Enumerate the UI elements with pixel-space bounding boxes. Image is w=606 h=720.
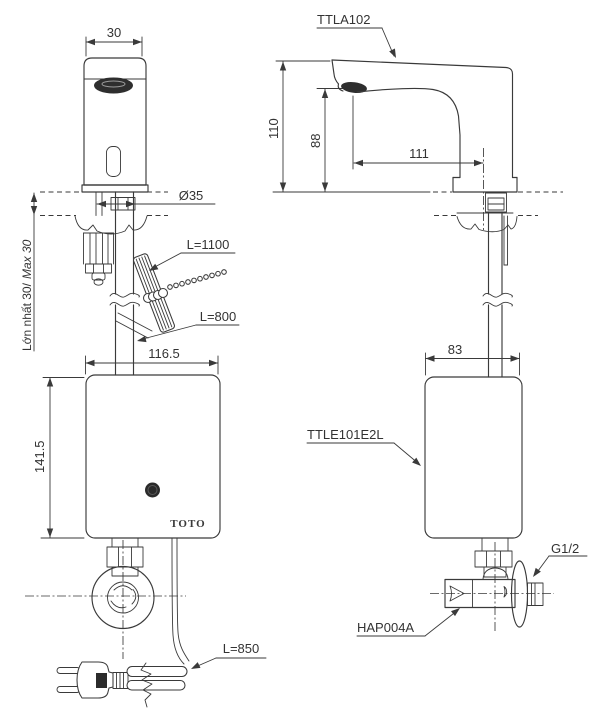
faucet-side: [331, 59, 518, 193]
dim-controller-height: 141.5: [32, 377, 85, 539]
cord-upper: [126, 665, 188, 678]
spout-outlet-front: [94, 77, 133, 94]
callout-sensor-cable: L=1100: [147, 237, 236, 274]
dim-controller-width-front: 116.5: [85, 346, 219, 375]
shank-front: Ø35: [95, 188, 216, 295]
counter-lines-side: [272, 191, 563, 216]
dim-controller-width-front-label: 116.5: [148, 346, 180, 361]
valve-handle-mark: [449, 585, 465, 602]
sensor-cable: [115, 253, 227, 339]
callout-controller-model: TTLE101E2L: [306, 427, 424, 469]
counter-lines-front: [40, 191, 168, 216]
dim-spout-reach-label: 111: [409, 146, 429, 161]
dim-overall-height: 110: [266, 60, 331, 192]
callout-supply-hose: L=800: [136, 309, 240, 345]
valve-side: [430, 537, 554, 632]
sensor-window: [106, 146, 121, 177]
supply-hose-length-label: L=800: [200, 309, 237, 324]
dim-controller-height-label: 141.5: [32, 440, 47, 473]
dim-deck-thickness: Lớn nhất 30/ Max 30: [20, 192, 38, 352]
dim-deck-thickness-label-vi: Lớn nhất 30/: [20, 282, 34, 351]
fixing-bolt-front: [83, 232, 114, 286]
callout-thread-spec: G1/2: [530, 541, 588, 579]
controller-model-label: TTLE101E2L: [307, 427, 384, 442]
escutcheon-front: [74, 215, 148, 235]
dim-controller-width-side-label: 83: [448, 342, 462, 357]
shank-side: [456, 192, 518, 266]
side-view: TTLA102 110 88: [266, 12, 588, 637]
callout-power-cord: L=850: [189, 641, 267, 672]
power-cord-length-label: L=850: [223, 641, 260, 656]
dim-overall-height-label: 110: [266, 118, 281, 139]
faucet-model-label: TTLA102: [317, 12, 370, 27]
dim-spout-width: 30: [85, 25, 143, 57]
callout-faucet-model: TTLA102: [316, 12, 399, 60]
escutcheon-side: [456, 216, 518, 233]
dim-deck-thickness-label-en: Max 30: [20, 239, 34, 279]
callout-valve-model: HAP004A: [356, 605, 463, 637]
sensor-led: [145, 482, 160, 498]
dim-spout-outlet-height-label: 88: [308, 134, 323, 148]
valve-escutcheon: [510, 560, 529, 628]
cord-lower: [126, 679, 186, 691]
front-view: 30 Lớn nhất 30/ Max 30: [20, 25, 267, 708]
faucet-front: [81, 57, 149, 193]
power-plug: [56, 661, 188, 708]
dim-spout-outlet-height: 88: [308, 88, 345, 192]
valve-front: [25, 537, 186, 659]
dim-spout-width-label: 30: [107, 25, 121, 40]
valve-model-label: HAP004A: [357, 620, 414, 635]
sensor-cable-length-label: L=1100: [187, 237, 230, 252]
dim-hole-diameter-label: Ø35: [179, 188, 204, 203]
spout-outlet-side: [341, 81, 367, 94]
dim-spout-reach: 111: [352, 95, 484, 230]
controller-box-front: TOTO: [85, 374, 221, 539]
supply-tube-side: [482, 211, 513, 378]
dim-controller-width-side: 83: [425, 342, 520, 376]
thread-spec-label: G1/2: [551, 541, 579, 556]
controller-box-side: [424, 376, 523, 539]
cable-tie: [140, 662, 153, 708]
brand-logo: TOTO: [170, 518, 205, 530]
power-cable: [171, 537, 190, 665]
